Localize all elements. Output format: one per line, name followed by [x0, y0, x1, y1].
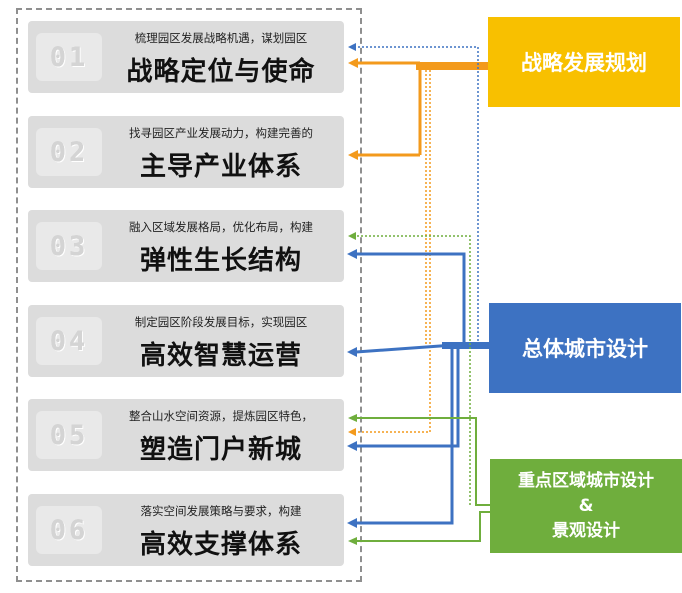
arrowhead [348, 537, 357, 545]
master-connector-bar [442, 342, 490, 349]
step-subtitle: 制定园区阶段发展目标，实现园区 [134, 315, 308, 329]
key-area-design-line2: & [578, 495, 594, 516]
arrowhead [347, 347, 357, 357]
strategy-dotted-05 [356, 70, 431, 433]
master-connectors [347, 43, 490, 528]
steps-frame [16, 8, 362, 582]
strategy-planning-label: 战略发展规划 [521, 51, 647, 75]
step-card-03: 03 融入区域发展格局，优化布局，构建 弹性生长结构 [28, 210, 344, 282]
arrowhead [347, 249, 357, 259]
key-arrow-05 [356, 417, 490, 506]
master-arrow-03 [356, 252, 466, 345]
step-number: 06 [36, 506, 102, 554]
arrowhead [348, 428, 356, 436]
master-urban-design-label: 总体城市设计 [522, 337, 648, 361]
step-number: 03 [36, 222, 102, 270]
arrowhead [348, 414, 357, 422]
key-arrow-06 [356, 511, 490, 542]
step-title: 高效支撑体系 [139, 530, 302, 560]
step-number: 01 [36, 33, 102, 81]
step-title: 战略定位与使命 [126, 57, 316, 87]
master-urban-design-box: 总体城市设计 [489, 303, 681, 393]
step-subtitle: 融入区域发展格局，优化布局，构建 [129, 220, 313, 234]
step-card-01: 01 梳理园区发展战略机遇，谋划园区 战略定位与使命 [28, 21, 344, 93]
strategy-connector-bar [416, 62, 490, 70]
step-card-06: 06 落实空间发展策略与要求，构建 高效支撑体系 [28, 494, 344, 566]
arrowhead [348, 232, 356, 240]
step-title: 主导产业体系 [139, 152, 302, 182]
step-subtitle: 落实空间发展策略与要求，构建 [140, 504, 302, 518]
master-dotted-01 [356, 46, 479, 345]
step-subtitle: 梳理园区发展战略机遇，谋划园区 [134, 31, 308, 45]
arrowhead [348, 150, 358, 160]
key-connectors [348, 232, 490, 545]
arrowhead [347, 441, 357, 451]
key-area-design-box: 重点区域城市设计 & 景观设计 [490, 459, 682, 553]
step-title: 塑造门户新城 [139, 435, 302, 465]
step-title: 高效智慧运营 [139, 341, 302, 371]
master-arrow-06 [356, 345, 454, 525]
step-subtitle: 整合山水空间资源，提炼园区特色， [129, 409, 313, 423]
step-subtitle: 找寻园区产业发展动力，构建完善的 [129, 126, 313, 140]
arrowhead [347, 518, 357, 528]
step-number: 04 [36, 317, 102, 365]
key-area-design-line1: 重点区域城市设计 [518, 470, 654, 491]
step-card-05: 05 整合山水空间资源，提炼园区特色， 塑造门户新城 [28, 399, 344, 471]
step-title: 弹性生长结构 [139, 246, 302, 276]
arrowhead [348, 58, 358, 68]
master-arrow-05 [356, 345, 460, 448]
step-card-02: 02 找寻园区产业发展动力，构建完善的 主导产业体系 [28, 116, 344, 188]
step-card-04: 04 制定园区阶段发展目标，实现园区 高效智慧运营 [28, 305, 344, 377]
step-number: 05 [36, 411, 102, 459]
arrowhead [348, 43, 356, 51]
strategy-connectors [348, 58, 490, 436]
step-number: 02 [36, 128, 102, 176]
key-area-design-line3: 景观设计 [552, 520, 620, 541]
strategy-planning-box: 战略发展规划 [488, 17, 680, 107]
master-arrow-04 [355, 343, 455, 354]
key-dotted-03 [356, 235, 471, 505]
